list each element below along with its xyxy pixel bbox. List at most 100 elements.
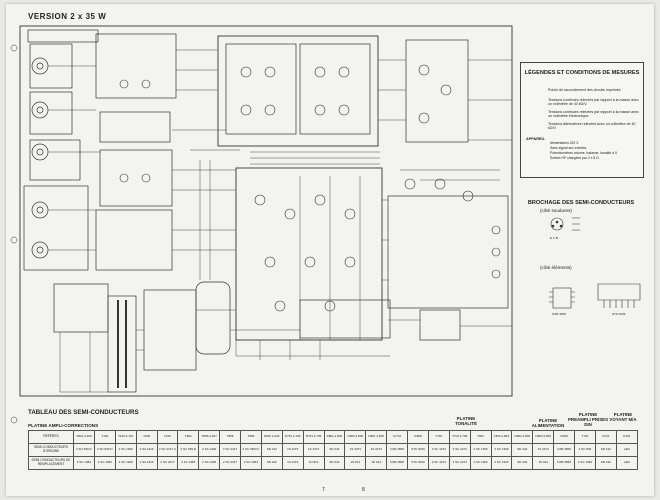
legend-condition: Sorties HP chargées par 2 x 8 Ω.	[550, 156, 600, 160]
table-cell: 2 SC 1306	[490, 443, 513, 457]
table-cell: LED	[615, 443, 639, 457]
table-cell: T108	[135, 430, 158, 444]
table-cell: 2 SC 1306	[469, 443, 492, 457]
table-cell: 2 SC 2963	[240, 456, 262, 470]
table-cell: 2 SC 2317	[219, 443, 241, 457]
table-cell: 2 SC 1306	[114, 443, 137, 457]
table-cell: IC801	[553, 430, 575, 444]
row-header: REPÈRES	[28, 430, 74, 444]
table-cell: T804	[177, 430, 200, 444]
table-cell: D801 à 806	[365, 430, 388, 444]
legend-item: Tensions continues relevées par rapport …	[548, 98, 639, 107]
table-cell: D701	[615, 430, 639, 444]
legend-condition: Sans signal aux entrées.	[550, 146, 588, 150]
table-cell: SD 442	[511, 443, 534, 457]
table-row: SEMI-CONDUCTEURS DE REMPLACEMENT 2 SC 13…	[28, 456, 639, 470]
table-cell: NJM 4558	[386, 443, 408, 457]
table-cell: 2 SC 1306	[469, 456, 492, 470]
table-cell: NJM 4558	[553, 443, 575, 457]
legend-box	[520, 62, 644, 178]
table-cell: 1N 914	[365, 456, 388, 470]
table-cell: T702 à 705	[448, 430, 471, 444]
legend-condition: Alimentation 220 V.	[550, 141, 580, 145]
group-header-preampli: PLATINE PREAMPLI PRISES DIN	[568, 412, 609, 427]
legend-item: Tensions alternatives relevées avec un v…	[548, 122, 636, 131]
table-cell: 2 SC 1274	[427, 443, 450, 457]
brochage-title: BROCHAGE DES SEMI-CONDUCTEURS	[527, 200, 635, 206]
table-cell: 1S 2473	[281, 456, 304, 470]
table-cell: D801 à 802	[323, 430, 346, 444]
ic-package-icon	[549, 283, 641, 309]
table-cell: 2 SC 2317	[219, 456, 241, 470]
table-cell: T104	[93, 430, 116, 444]
table-cell: SD 442	[594, 443, 617, 457]
legend-title: LÉGENDES ET CONDITIONS DE MESURES	[524, 70, 640, 76]
table-cell: T701	[574, 430, 596, 444]
table-cell: 2 SC 2317 A	[156, 443, 179, 457]
transistor-pinout-icon	[550, 217, 580, 231]
brochage-subtitle-elements: (côté éléments)	[540, 265, 572, 270]
group-header-alimentation: PLATINE ALIMENTATION	[531, 418, 565, 428]
table-cell: 2 SC 1384	[93, 456, 116, 470]
table-cell: SD 442	[511, 456, 534, 470]
table-cell: SD 442	[260, 443, 283, 457]
table-cell: T805 à 407	[198, 430, 221, 444]
table-cell: 1S 2473	[344, 443, 367, 457]
table-cell: T105 à 107	[114, 430, 137, 444]
table-cell: 1N 914	[532, 456, 555, 470]
table-cell: D701	[594, 430, 617, 444]
table-cell: T801	[469, 430, 492, 444]
table-cell: 1S 2473	[281, 443, 304, 457]
table-cell: 2 SC 1274	[427, 456, 450, 470]
legend-appareil-label: APPAREIL	[526, 137, 545, 141]
table-cell: D701 à 706	[281, 430, 304, 444]
table-cell: NJM 4558	[386, 456, 408, 470]
table-cell: 2 SC 1306	[490, 456, 513, 470]
table-cell: T809	[240, 430, 262, 444]
table-cell: 2 SC 839 D	[177, 443, 200, 457]
table-cell: IC701	[386, 430, 408, 444]
table-cell: 2 SC 839	[574, 443, 596, 457]
table-cell: 1N 914	[302, 456, 325, 470]
pin-labels: E C B	[550, 236, 558, 240]
row-header: SEMI-CONDUCTEURS DE REMPLACEMENT	[28, 456, 74, 470]
table-cell: LED	[615, 456, 639, 470]
table-cell: T701	[427, 430, 450, 444]
table-cell: 1S 2473	[365, 443, 388, 457]
table-subtitle: PLATINE AMPLI-CORRECTIONS	[28, 423, 99, 428]
table-cell: SD 442	[323, 443, 346, 457]
table-cell: 2 SA 1316	[135, 443, 158, 457]
table-cell: 2 SA 1306	[198, 443, 221, 457]
table-cell: D701 à 706	[302, 430, 325, 444]
table-cell: SD 442	[323, 456, 346, 470]
version-label: VERSION 2 x 35 W	[28, 12, 107, 21]
table-cell: STK 0039	[407, 443, 429, 457]
row-header: SEMI-CONDUCTEURS D'ORIGINE	[28, 443, 74, 457]
table-cell: TR01 à 406	[73, 430, 95, 444]
table-cell: 2 SA 1306	[198, 456, 221, 470]
table-cell: 1S 2473	[532, 443, 555, 457]
table-cell: STK 0039	[407, 456, 429, 470]
table-cell: 2 SC 2317	[156, 456, 179, 470]
table-cell: T109	[156, 430, 179, 444]
table-cell: D803 à 806	[344, 430, 367, 444]
group-header-tonalite: PLATINE TONALITÉ	[455, 416, 477, 426]
table-title: TABLEAU DES SEMI-CONDUCTEURS	[28, 409, 139, 416]
table-cell: 2 SC 1384	[177, 456, 200, 470]
group-header-voyant: PLATINE VOYANT M/A	[609, 412, 637, 422]
table-cell: 2 SC 1384	[73, 456, 95, 470]
ic-label: NJM 4558	[552, 312, 566, 316]
table-cell: 1N 914	[344, 456, 367, 470]
table-cell: IC802	[407, 430, 429, 444]
legend-item: Tensions continues relevées par rapport …	[548, 110, 639, 119]
table-cell: D801 à 402	[260, 430, 283, 444]
table-cell: T808	[219, 430, 241, 444]
table-cell: SD 442	[594, 456, 617, 470]
table-cell: 2 SC 1306	[114, 456, 137, 470]
table-cell: D803 à 806	[532, 430, 555, 444]
legend-item: Points de raccordement des circuits impr…	[548, 88, 621, 92]
ic-label: STK 0039	[612, 312, 626, 316]
table-cell: 1S 2473	[302, 443, 325, 457]
